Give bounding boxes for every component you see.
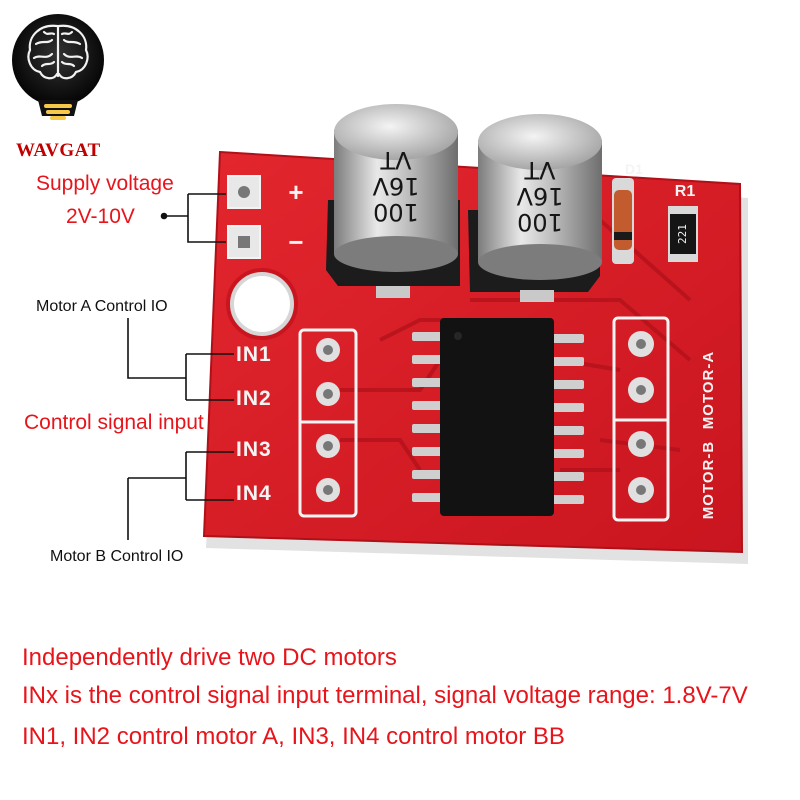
svg-text:221: 221	[676, 224, 689, 244]
svg-text:100: 100	[373, 198, 419, 226]
driver-ic	[412, 318, 584, 516]
motor-b-label: MOTOR-B	[700, 441, 717, 519]
minus-silkscreen: −	[288, 227, 303, 257]
in3-label: IN3	[236, 438, 272, 461]
svg-text:R1: R1	[675, 183, 696, 200]
svg-text:16V: 16V	[372, 172, 420, 200]
description-line-2: INx is the control signal input terminal…	[22, 682, 748, 709]
plus-silkscreen: +	[288, 177, 303, 207]
supply-voltage-label: Supply voltage	[36, 172, 174, 195]
motor-pads	[628, 331, 654, 503]
svg-text:16V: 16V	[516, 182, 564, 210]
input-pads	[316, 338, 340, 502]
svg-text:D1: D1	[625, 161, 643, 177]
diode-d1: D1	[612, 161, 643, 264]
in4-label: IN4	[236, 482, 272, 505]
description-line-3: IN1, IN2 control motor A, IN3, IN4 contr…	[22, 723, 565, 750]
motor-b-io-label: Motor B Control IO	[50, 548, 184, 565]
brand-logo	[12, 14, 104, 120]
in2-label: IN2	[236, 387, 272, 410]
capacitor-right: 100 16V VT	[478, 114, 602, 280]
svg-text:100: 100	[517, 208, 563, 236]
control-signal-label: Control signal input	[24, 411, 204, 434]
svg-text:VT: VT	[524, 156, 555, 184]
svg-text:VT: VT	[380, 146, 411, 174]
supply-voltage-range: 2V-10V	[66, 205, 135, 228]
annotation-lines	[127, 193, 234, 540]
in1-label: IN1	[236, 343, 272, 366]
brand-name: WAVGAT	[16, 140, 101, 161]
resistor-r1: 221 R1	[668, 183, 698, 262]
motor-a-io-label: Motor A Control IO	[36, 298, 168, 315]
motor-a-label: MOTOR-A	[700, 351, 717, 429]
capacitor-left: 100 16V VT	[334, 104, 458, 272]
description-line-1: Independently drive two DC motors	[22, 644, 397, 671]
